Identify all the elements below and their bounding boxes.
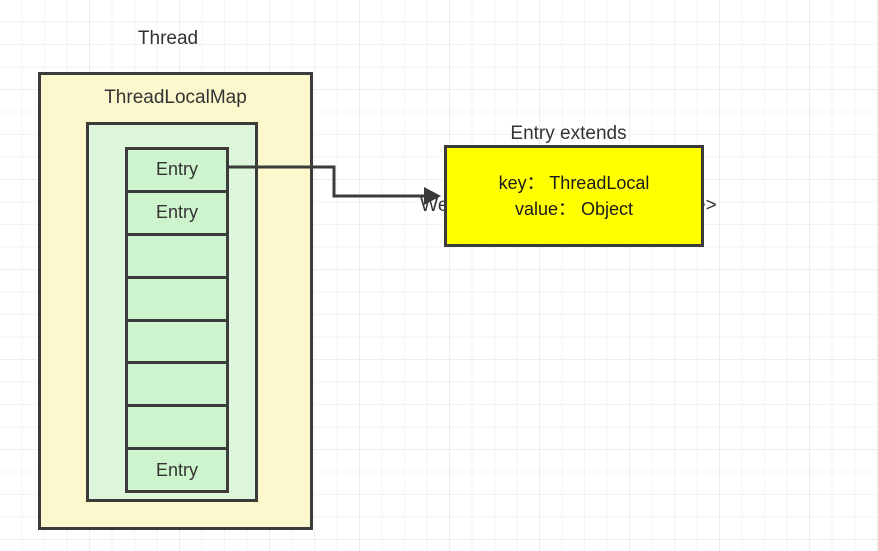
- entry-value-line: value： Object: [514, 199, 634, 219]
- entry-key-line: key： ThreadLocal: [498, 173, 650, 193]
- entry-cell[interactable]: [128, 235, 226, 279]
- entry-cell[interactable]: Entry: [128, 192, 226, 236]
- thread-local-map-label: ThreadLocalMap: [104, 87, 247, 108]
- entry-cell[interactable]: [128, 364, 226, 408]
- thread-label: Thread: [137, 28, 199, 49]
- entry-cell[interactable]: Entry: [128, 450, 226, 490]
- entry-cell[interactable]: Entry: [128, 150, 226, 193]
- entry-cell[interactable]: [128, 278, 226, 322]
- entry-object-box: key： ThreadLocal value： Object: [444, 145, 704, 247]
- entry-cell[interactable]: [128, 407, 226, 451]
- entry-class-line-1: Entry extends: [510, 123, 627, 144]
- entry-table: Entry Entry Entry: [125, 147, 229, 493]
- entry-cell[interactable]: [128, 321, 226, 365]
